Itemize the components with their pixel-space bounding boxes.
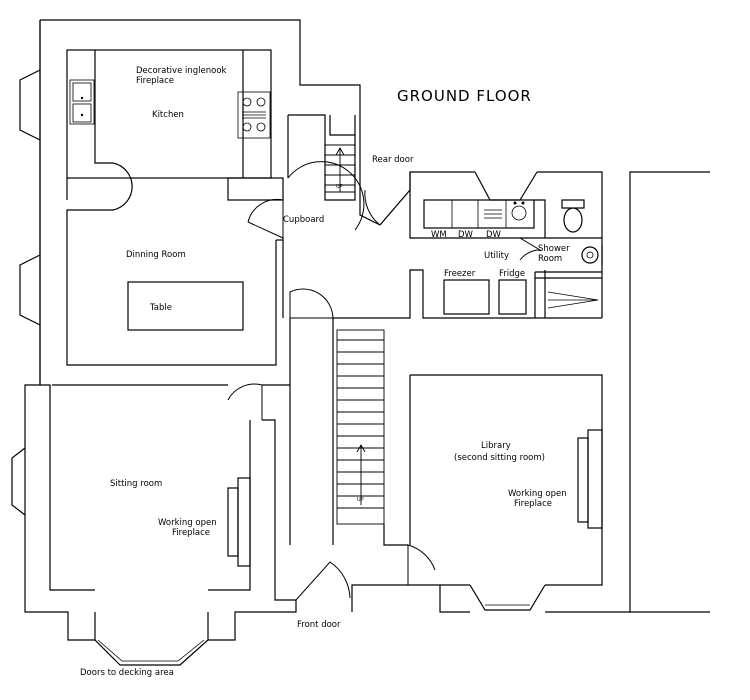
door-swings	[227, 161, 542, 601]
cupboard-and-stairs	[287, 114, 356, 201]
label-front-door: Front door	[297, 620, 341, 630]
label-decking-doors: Doors to decking area	[80, 668, 174, 678]
sitting-fireplace	[227, 477, 251, 567]
label-shower-1: Shower	[538, 244, 570, 254]
label-dw-1: DW	[458, 230, 474, 240]
utility-room	[423, 171, 603, 318]
main-staircase	[336, 329, 408, 546]
decking-bay	[94, 612, 209, 666]
label-table: Table	[149, 303, 172, 313]
kitchen-walls	[66, 49, 284, 366]
label-library-2: (second sitting room)	[454, 453, 545, 463]
label-fireplace-kitchen-1: Decorative inglenook	[136, 66, 227, 76]
label-freezer: Freezer	[444, 269, 476, 279]
label-rear-door: Rear door	[372, 155, 414, 165]
label-sitting-room: Sitting room	[110, 479, 162, 489]
label-fireplace-kitchen-2: Fireplace	[136, 76, 174, 86]
label-wm: WM	[431, 230, 447, 240]
label-up-main-stair: UP	[357, 497, 364, 503]
label-shower-2: Room	[538, 254, 562, 264]
label-library-fire-2: Fireplace	[514, 499, 552, 509]
label-dining-room: Dinning Room	[126, 250, 186, 260]
label-library-fire-1: Working open	[508, 489, 567, 499]
dining-table	[127, 281, 244, 331]
label-cupboard: Cupboard	[283, 215, 324, 225]
label-library-1: Library	[481, 441, 511, 451]
label-dw-2: DW	[486, 230, 502, 240]
label-utility: Utility	[484, 251, 509, 261]
interior-walls	[40, 238, 602, 601]
label-sitting-fire-2: Fireplace	[172, 528, 210, 538]
label-up-rear-stair: UP	[336, 184, 343, 190]
label-kitchen: Kitchen	[152, 110, 184, 120]
label-fridge: Fridge	[499, 269, 525, 279]
floor-title: GROUND FLOOR	[397, 87, 532, 105]
bay-windows-left	[11, 69, 41, 516]
library-walls	[409, 374, 603, 611]
label-sitting-fire-1: Working open	[158, 518, 217, 528]
